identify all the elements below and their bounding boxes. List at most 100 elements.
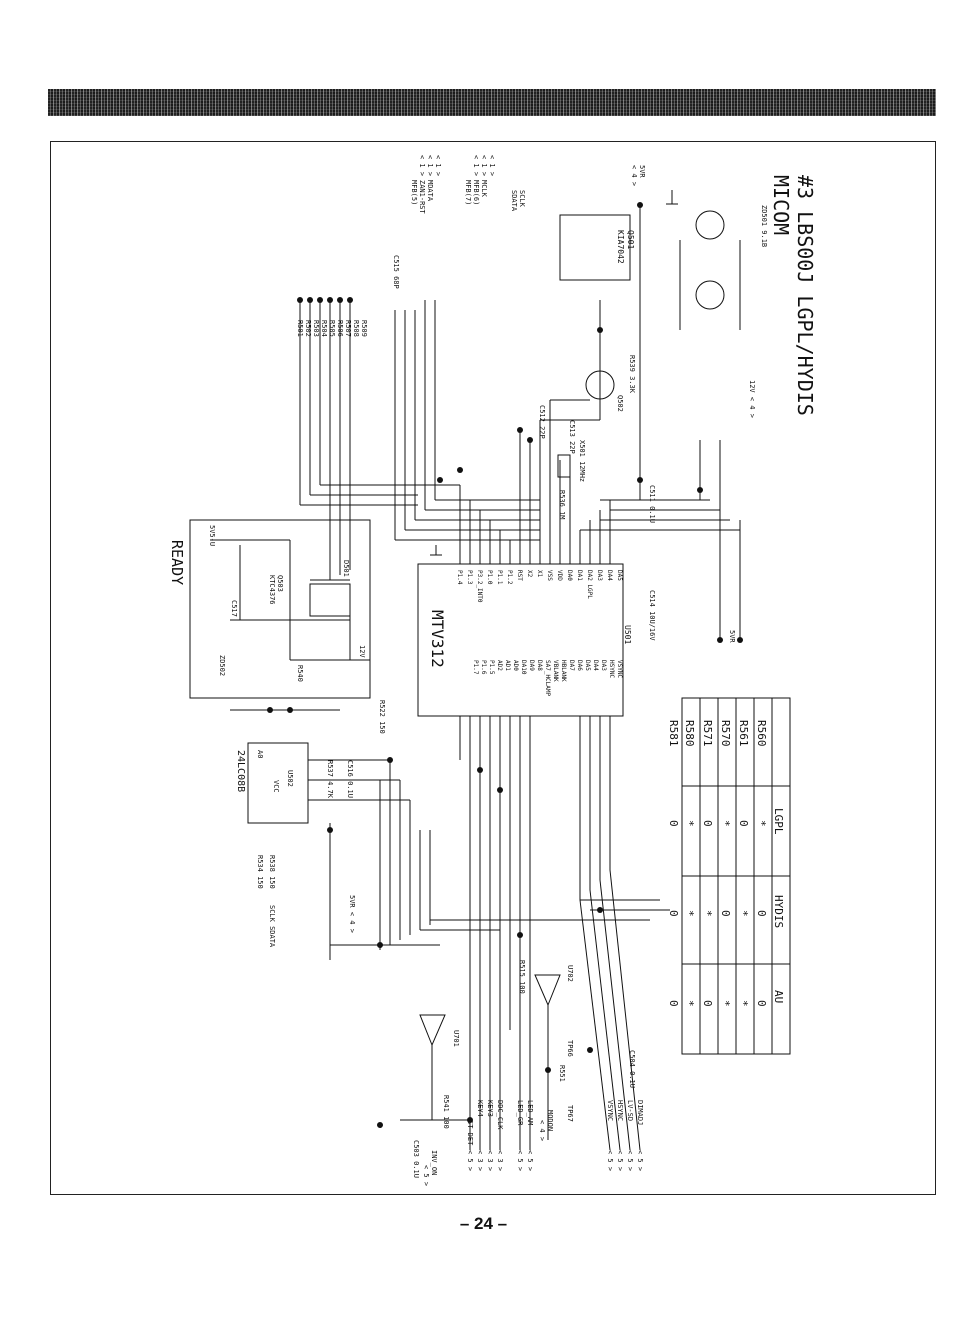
signal-name: 5VR	[638, 165, 646, 178]
eeprom-name: 24LC08B	[235, 750, 246, 792]
mcu-pin-label: AD1	[504, 660, 511, 671]
mcu-pin-label: AD2	[496, 660, 503, 671]
mcu-pin-label: DA6	[576, 660, 583, 671]
mcu-pin-label: X1	[536, 570, 543, 578]
mcu-pin-label: P1.1	[496, 570, 503, 585]
signal-ref: < 1 >	[488, 155, 496, 176]
mcu-pin-label: P1.4	[456, 570, 463, 585]
mcu-pin-label: VDD	[556, 570, 563, 581]
schematic-frame	[50, 141, 936, 1195]
signal-ref: < 5 >	[636, 1150, 644, 1171]
eeprom-ref-group: U502	[286, 770, 294, 787]
mcu-pin-label: DA3	[600, 660, 607, 671]
table-cell: *	[737, 910, 750, 917]
mcu-pin-label: DA4	[606, 570, 613, 581]
signal-name: ST-DET	[466, 1120, 474, 1146]
component-label: TP66	[566, 1040, 574, 1057]
mcu-pin-label: P1.0	[486, 570, 493, 585]
table-cell: *	[719, 1000, 732, 1007]
component-label: R536 1M	[558, 490, 566, 520]
table-cell: R561	[737, 720, 750, 747]
table-cell: *	[719, 820, 732, 827]
component-label: A0	[256, 750, 264, 758]
signal-ref: < 1 >	[426, 155, 434, 176]
table-cell: *	[701, 910, 714, 917]
option-table: LGPL HYDIS AU R560 * 0 0 R561 0 * * R570…	[667, 720, 785, 1007]
table-header: LGPL	[772, 808, 785, 835]
regulator-box	[559, 214, 631, 281]
component-label: 12V < 4 >	[748, 380, 756, 418]
signal-name: MCLK	[480, 180, 488, 198]
table-cell: *	[683, 910, 696, 917]
title-line2: MICOM	[769, 175, 793, 235]
table-header: AU	[772, 990, 785, 1003]
signal-ref: < 5 >	[466, 1150, 474, 1171]
mcu-pin-label: VBLANK	[552, 660, 559, 682]
mcu-pin-label: DA9	[528, 660, 535, 671]
resistor-label: R501	[296, 320, 304, 337]
component-label: R515 100	[518, 960, 526, 994]
table-cell: 0	[667, 1000, 680, 1007]
table-cell: *	[755, 820, 768, 827]
signal-name: SCLK	[518, 190, 526, 208]
table-cell: 0	[755, 910, 768, 917]
resistor-label: R509	[360, 320, 368, 337]
regulator-name: KIA7042	[616, 230, 625, 264]
resistor-label: R505	[328, 320, 336, 337]
component-label: C511 0.1U	[648, 485, 656, 523]
table-cell: 0	[737, 820, 750, 827]
regulator-ref: Q501	[626, 230, 635, 249]
title-line1: #3 LBS00J LGPL/HYDIS	[793, 175, 817, 416]
mcu-name-group: MTV312	[428, 610, 447, 668]
mcu-pin-label: AD0	[512, 660, 519, 671]
mcu-pin-label: DA5	[616, 570, 623, 581]
component-label: SCLK SDATA	[268, 905, 276, 948]
component-label: R539 3.3K	[628, 355, 636, 394]
component-label: 12V	[358, 645, 366, 658]
mcu-pins-top: P1.4 P1.3 P3.2_INT0 P1.0 P1.1 P1.2 RST X…	[456, 570, 623, 603]
ready-box	[189, 519, 371, 699]
eeprom-box	[247, 742, 309, 824]
left-signals: MFB(5) < 1 > ZAN1-RST < 1 > MDATA < 1 > …	[410, 155, 646, 215]
eeprom-group: 24LC08B	[235, 750, 246, 792]
signal-name: HSYNC	[616, 1100, 624, 1121]
table-cell: 0	[667, 820, 680, 827]
component-label: R534 150	[256, 855, 264, 889]
table-cell: R581	[667, 720, 680, 747]
component-label: X501 12MHz	[578, 440, 586, 482]
component-label: R537 4.7K	[326, 760, 334, 799]
signal-name: ZAN1-RST	[418, 180, 426, 215]
resistor-label: R503	[312, 320, 320, 337]
mcu-pin-label: P1.3	[466, 570, 473, 585]
mcu-pin-label: X2	[526, 570, 533, 578]
mcu-pin-label: P1.2	[506, 570, 513, 585]
signal-ref: < 5 >	[422, 1165, 430, 1186]
component-label: C515 68P	[392, 255, 400, 289]
component-label: C504 0.1U	[628, 1050, 636, 1088]
regulator-group: Q501 KIA7042	[616, 230, 635, 264]
table-cell: R560	[755, 720, 768, 747]
signal-name: KEY3	[486, 1100, 494, 1117]
table-cell: 0	[701, 820, 714, 827]
mcu-pin-label: P1.7	[472, 660, 479, 675]
signal-name: LED_AM	[526, 1100, 534, 1125]
component-label: R540	[296, 665, 304, 682]
component-labels: ZD501 9.1B C515 68P C512 22P X501 12MHz …	[208, 205, 768, 1178]
resistor-label: R506	[336, 320, 344, 337]
mcu-pin-label: DA4	[592, 660, 599, 671]
table-header: HYDIS	[772, 895, 785, 928]
signal-ref: < 5 >	[606, 1150, 614, 1171]
resistor-label: R508	[352, 320, 360, 337]
title-block: #3 LBS00J LGPL/HYDIS MICOM	[769, 175, 817, 416]
mcu-pin-label: P1.5	[488, 660, 495, 675]
table-cell: 0	[667, 910, 680, 917]
component-label: ZD501 9.1B	[760, 205, 768, 247]
top-resistor-bank: R501 R502 R503 R504 R505 R506 R507 R508 …	[296, 320, 368, 337]
mcu-pin-label: DA7	[568, 660, 575, 671]
signal-name: MFB(7)	[464, 180, 472, 205]
mcu-pin-label: DA8	[536, 660, 543, 671]
mcu-ref: U501	[623, 625, 632, 644]
signal-ref: < 4 >	[538, 1120, 546, 1141]
component-label: Q502	[616, 395, 624, 412]
mcu-pins-bottom: VSYNC HSYNC DA3 DA4 DA5 DA6 DA7 HBLANK V…	[472, 660, 623, 697]
